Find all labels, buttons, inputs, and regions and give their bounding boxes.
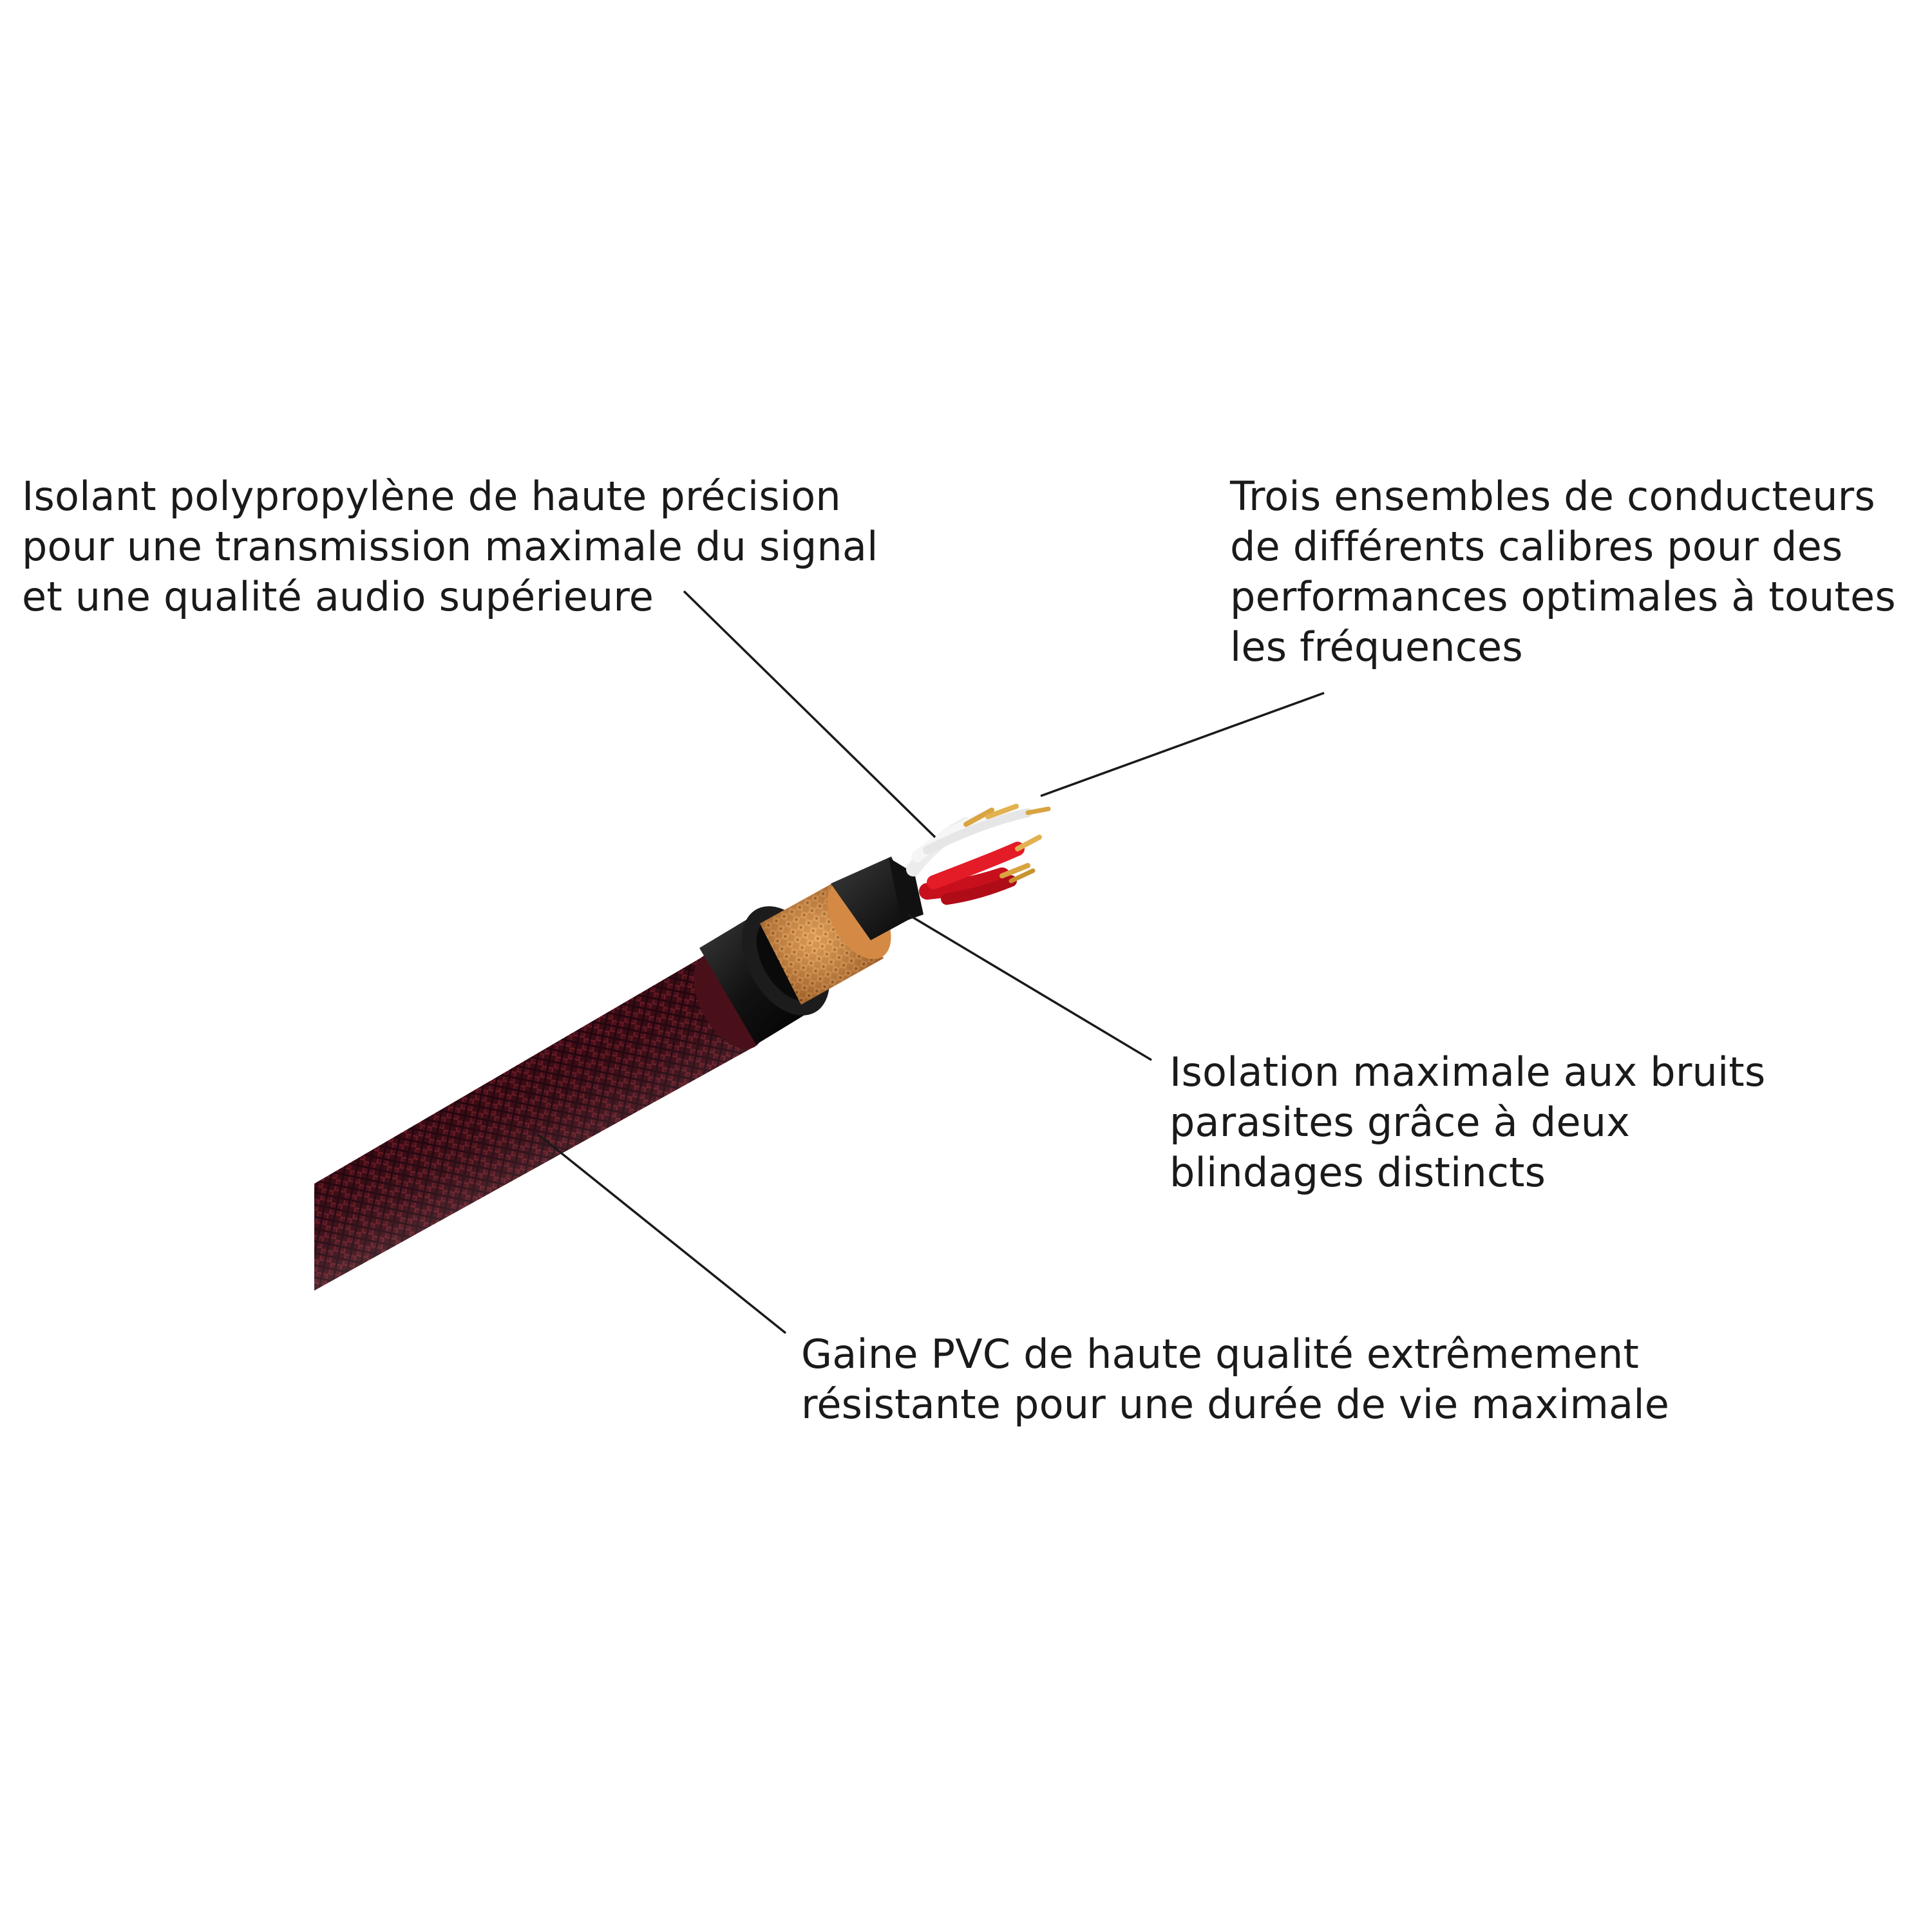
callout-line: résistante pour une durée de vie maximal… [801, 1381, 1670, 1428]
leader-line-shielding [907, 913, 1152, 1061]
inner-jacket [831, 857, 923, 940]
leader-line-conductors [1040, 692, 1325, 797]
leader-line-insulation [683, 590, 936, 838]
conductors [906, 804, 1051, 905]
callout-line: parasites grâce à deux [1170, 1099, 1631, 1146]
callout-line: pour une transmission maximale du signal [22, 523, 878, 570]
braided-jacket [314, 954, 764, 1291]
leader-line-jacket [537, 1133, 787, 1334]
callout-line: blindages distincts [1170, 1149, 1546, 1196]
leader-lines [537, 590, 1325, 1334]
callout-jacket: Gaine PVC de haute qualité extrêmement r… [801, 1329, 1669, 1430]
callout-insulation: Isolant polypropylène de haute précision… [22, 471, 878, 622]
callout-line: et une qualité audio supérieure [22, 573, 654, 620]
callout-conductors: Trois ensembles de conducteurs de différ… [1230, 471, 1896, 672]
callout-line: de différents calibres pour des [1230, 523, 1843, 570]
callout-line: Isolant polypropylène de haute précision [22, 473, 841, 520]
callout-line: performances optimales à toutes [1230, 573, 1896, 620]
callout-line: Trois ensembles de conducteurs [1230, 473, 1875, 520]
callout-shielding: Isolation maximale aux bruits parasites … [1170, 1047, 1765, 1198]
callout-line: Isolation maximale aux bruits [1170, 1048, 1766, 1095]
callout-line: les fréquences [1230, 623, 1523, 670]
callout-line: Gaine PVC de haute qualité extrêmement [801, 1331, 1640, 1378]
